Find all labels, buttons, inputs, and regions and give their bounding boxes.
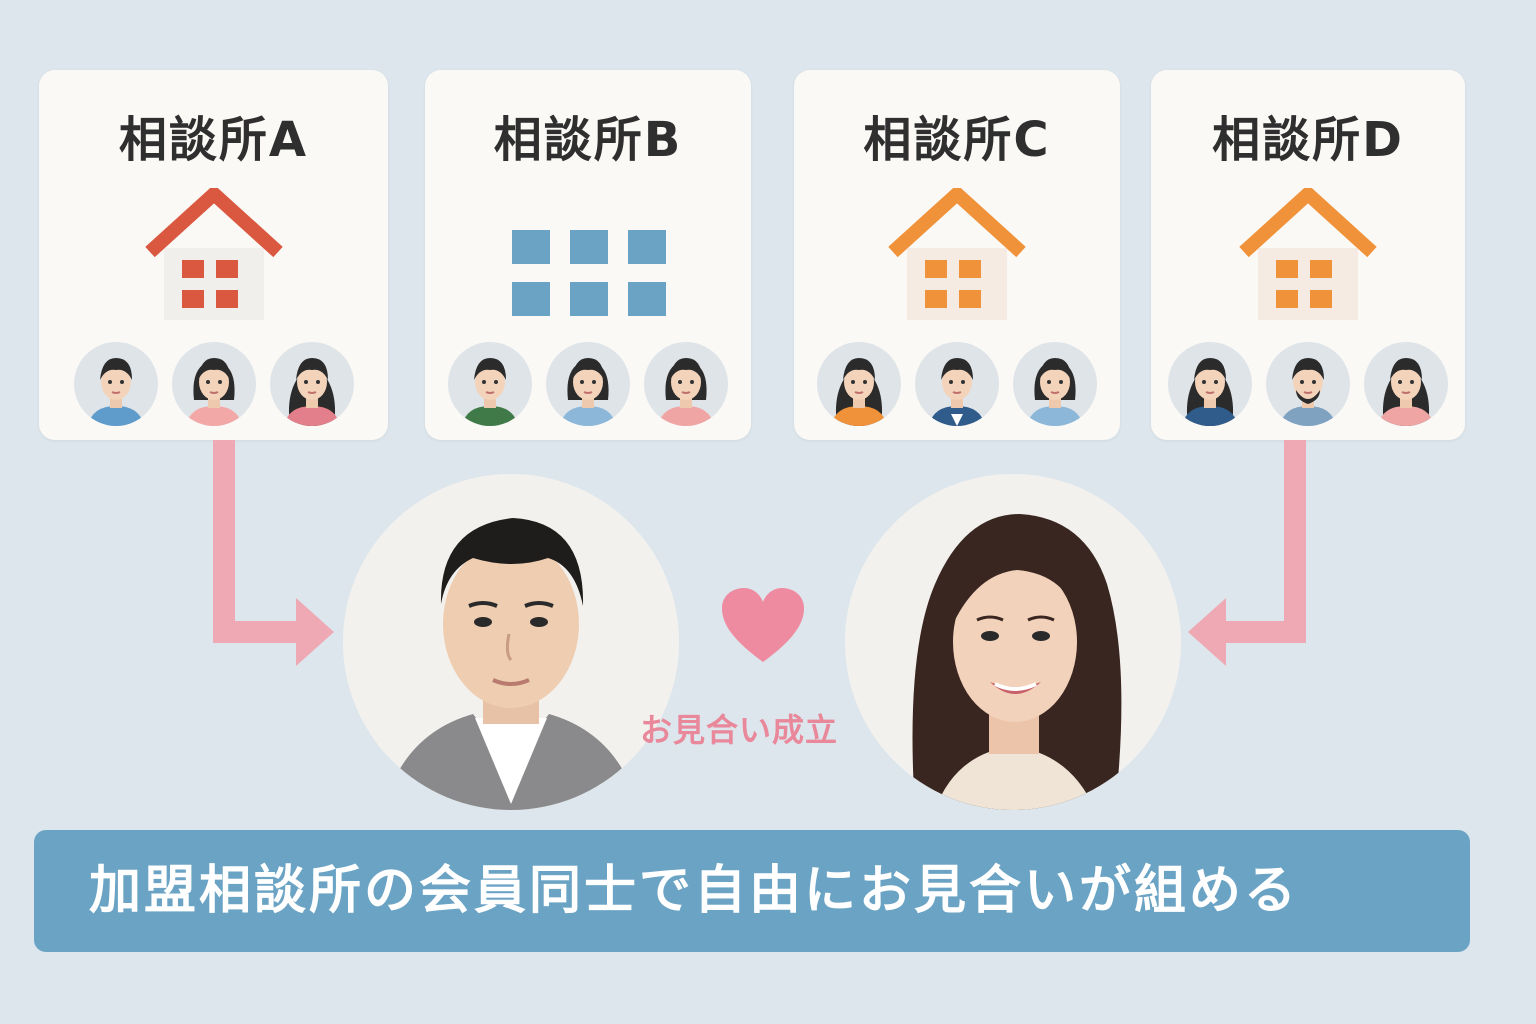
member-avatar: [73, 342, 158, 426]
member-avatars: [1151, 342, 1465, 426]
member-avatar: [1364, 342, 1448, 426]
summary-banner: 加盟相談所の会員同士で自由にお見合いが組める: [34, 830, 1470, 952]
arrow-head-right-icon: [296, 598, 334, 666]
member-avatar: [1013, 342, 1097, 426]
woman-photo: [845, 474, 1181, 810]
member-avatar: [1266, 342, 1350, 426]
agency-name: 相談所A: [118, 112, 309, 168]
arrow-head-left-icon: [1188, 598, 1226, 666]
house-icon: [144, 184, 284, 324]
member-avatars: [425, 342, 751, 426]
agency-card-b: 相談所B: [425, 70, 751, 440]
member-avatar: [817, 342, 901, 426]
house-icon: [887, 184, 1027, 324]
agency-name: 相談所D: [1212, 112, 1404, 168]
house-icon: [1238, 184, 1378, 324]
office-grid-icon: [508, 188, 668, 332]
member-avatar: [915, 342, 999, 426]
agency-card-d: 相談所D: [1151, 70, 1465, 440]
member-avatar: [1168, 342, 1252, 426]
member-avatar: [644, 342, 728, 426]
member-avatars: [794, 342, 1120, 426]
arrow-from-agency-d: [1222, 440, 1306, 643]
member-avatar: [269, 342, 354, 426]
member-avatar: [448, 342, 532, 426]
agency-name: 相談所B: [493, 112, 683, 168]
agency-card-a: 相談所A: [39, 70, 388, 440]
man-photo: [343, 474, 679, 810]
heart-icon: [722, 588, 804, 662]
member-avatars: [39, 342, 388, 426]
agency-card-c: 相談所C: [794, 70, 1120, 440]
member-avatar: [546, 342, 630, 426]
agency-name: 相談所C: [863, 112, 1051, 168]
summary-banner-text: 加盟相談所の会員同士で自由にお見合いが組める: [89, 861, 1300, 921]
member-avatar: [171, 342, 256, 426]
match-established-label: お見合い成立: [640, 711, 839, 749]
arrow-from-agency-a: [213, 440, 300, 643]
